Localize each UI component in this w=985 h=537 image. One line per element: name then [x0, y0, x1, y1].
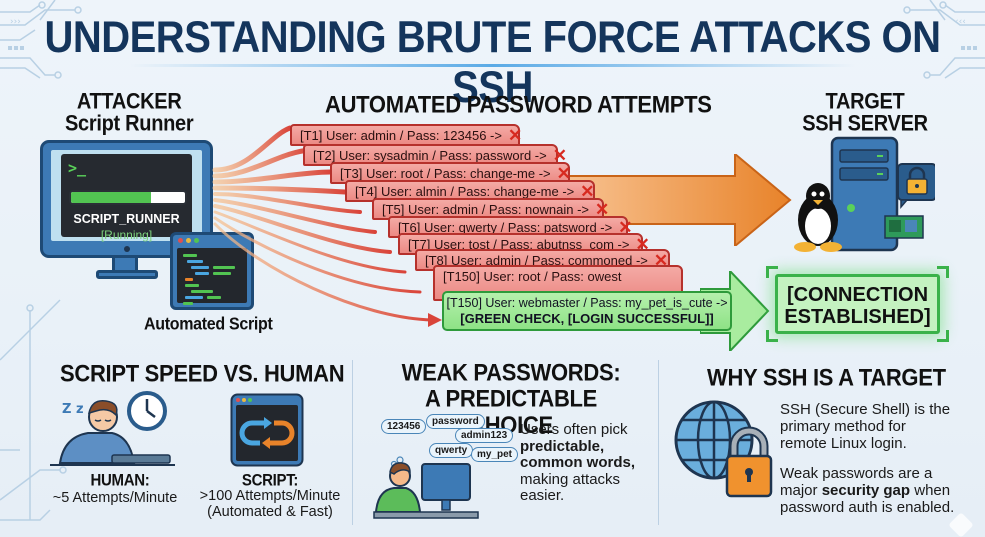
attack-streams: [212, 125, 442, 327]
attempt-text: [T5] User: admin / Pass: nownain ->: [382, 202, 590, 217]
fail-x-icon: ✕: [580, 181, 595, 201]
monitor-base: [96, 270, 158, 279]
attempt-text: [T150] User: root / Pass: owest: [443, 269, 622, 284]
globe-lock-icon: [674, 400, 773, 498]
linux-penguin-icon: [794, 183, 842, 252]
attempt-card: [T3] User: root / Pass: change-me -> ✕: [330, 162, 571, 184]
connection-established-badge: [CONNECTION ESTABLISHED]: [775, 274, 940, 334]
script-note: (Automated & Fast): [207, 504, 333, 520]
section-divider: [352, 360, 353, 525]
why-p1-line3: remote Linux login.: [780, 435, 907, 452]
script-label: SCRIPT:: [241, 471, 299, 490]
password-bubble: admin123: [455, 428, 514, 443]
attempt-card: [T1] User: admin / Pass: 123456 -> ✕: [290, 124, 523, 146]
connection-line2: ESTABLISHED]: [784, 306, 931, 328]
why-p1-line1: SSH (Secure Shell) is the: [780, 401, 951, 418]
target-heading-line2: SSH SERVER: [802, 111, 928, 137]
terminal-prompt: >_: [68, 159, 87, 177]
script-rate: >100 Attempts/Minute: [199, 488, 341, 504]
fail-x-icon: ✕: [653, 250, 669, 270]
weak-desc-line1: Users often pick: [520, 421, 628, 438]
fail-x-icon: ✕: [556, 163, 571, 183]
attacker-heading-line1: ATTACKER: [76, 89, 182, 115]
server-icon: [830, 136, 899, 252]
fail-x-icon: ✕: [507, 125, 523, 145]
why-p2-line3: password auth is enabled.: [780, 499, 955, 516]
runner-name: SCRIPT_RUNNER: [73, 212, 180, 226]
success-attempt: [T150] User: webmaster / Pass: my_pet_is…: [442, 291, 732, 331]
human-label: HUMAN:: [90, 471, 150, 490]
bracket-corner: [937, 330, 949, 342]
why-p2-bold: security gap: [821, 482, 911, 499]
clock-icon: [127, 391, 167, 431]
bracket-corner: [766, 330, 778, 342]
target-heading-line1: TARGET: [825, 89, 905, 115]
weak-desc-line3: easier.: [520, 487, 565, 504]
weak-desc-bold1: predictable,: [520, 437, 605, 455]
attacker-heading-line2: Script Runner: [65, 111, 194, 137]
weak-description: Users often pick predictable, common wor…: [520, 421, 636, 505]
attempt-text: [T2] User: sysadmin / Pass: password ->: [313, 148, 547, 163]
weak-desc-line2: making attacks: [520, 470, 621, 488]
password-bubble: password: [426, 414, 485, 429]
automated-script-label: Automated Script: [144, 315, 273, 334]
target-heading: TARGET SSH SERVER: [800, 91, 930, 135]
password-bubble: my_pet: [471, 447, 519, 462]
why-p2-line1: Weak passwords are a: [780, 465, 933, 482]
why-paragraph-2: Weak passwords are a major security gap …: [780, 465, 954, 516]
zzz-text: Z z: [62, 402, 84, 417]
attempt-text: [T8] User: admin / Pass: commoned ->: [425, 253, 648, 268]
monitor-power-dot: [123, 246, 130, 252]
title-underline: [130, 64, 855, 67]
why-p2-line2: major security gap when: [780, 482, 954, 499]
monitor-stand: [112, 258, 138, 272]
attempt-text: [T4] User: almin / Pass: change-me ->: [355, 184, 575, 199]
weak-desc-bold2: common words,: [520, 454, 636, 471]
attempt-text: [T3] User: root / Pass: change-me ->: [340, 166, 551, 181]
why-p2-l2c: when: [910, 482, 951, 499]
why-p2-l2a: major: [780, 482, 822, 499]
attempt-text: [T1] User: admin / Pass: 123456 ->: [300, 128, 502, 143]
monitor-icon: >_ SCRIPT_RUNNER [Running]: [40, 140, 213, 258]
attacker-heading: ATTACKER Script Runner: [65, 89, 194, 137]
why-paragraph-1: SSH (Secure Shell) is the primary method…: [780, 401, 950, 452]
server-illustration: [794, 136, 935, 252]
person-at-computer-icon: [373, 456, 479, 519]
terminal-screen: >_ SCRIPT_RUNNER [Running]: [61, 154, 192, 242]
refresh-loop-icon: [230, 393, 304, 467]
runner-status: [Running]: [100, 228, 153, 242]
attempts-heading: AUTOMATED PASSWORD ATTEMPTS: [325, 90, 712, 119]
why-heading: WHY SSH IS A TARGET: [707, 363, 946, 392]
fail-x-icon: ✕: [635, 234, 650, 254]
bracket-corner: [937, 266, 949, 278]
human-rate: ~5 Attempts/Minute: [52, 490, 178, 506]
progress-fill: [71, 192, 151, 203]
success-attempt-line1: [T150] User: webmaster / Pass: my_pet_is…: [446, 296, 728, 310]
weak-heading-line1: WEAK PASSWORDS:: [401, 358, 621, 386]
section-divider: [658, 360, 659, 525]
why-p1-line2: primary method for: [780, 418, 906, 435]
padlock-icon: [897, 163, 935, 210]
fail-x-icon: ✕: [552, 145, 567, 165]
password-bubble: qwerty: [429, 443, 474, 458]
progress-bar: [69, 190, 187, 205]
circuit-board-icon: [884, 215, 924, 239]
connection-line1: [CONNECTION: [786, 284, 929, 306]
attempt-text: [T7] User: tost / Pass: abutnss_com ->: [408, 237, 630, 252]
attempt-text: [T6] User: qwerty / Pass: patsword ->: [398, 220, 613, 235]
success-attempt-line2: [GREEN CHECK, [LOGIN SUCCESSFUL]]: [460, 311, 714, 326]
page-title: UNDERSTANDING BRUTE FORCE ATTACKS ON SSH: [44, 12, 941, 113]
sleepy-person-icon: Z z: [50, 400, 175, 466]
fail-x-icon: ✕: [595, 199, 610, 219]
padlock-icon: [725, 426, 773, 498]
fail-x-icon: ✕: [618, 217, 633, 237]
password-bubble: 123456: [381, 419, 427, 434]
speed-heading: SCRIPT SPEED VS. HUMAN: [60, 359, 345, 388]
bracket-corner: [766, 266, 778, 278]
